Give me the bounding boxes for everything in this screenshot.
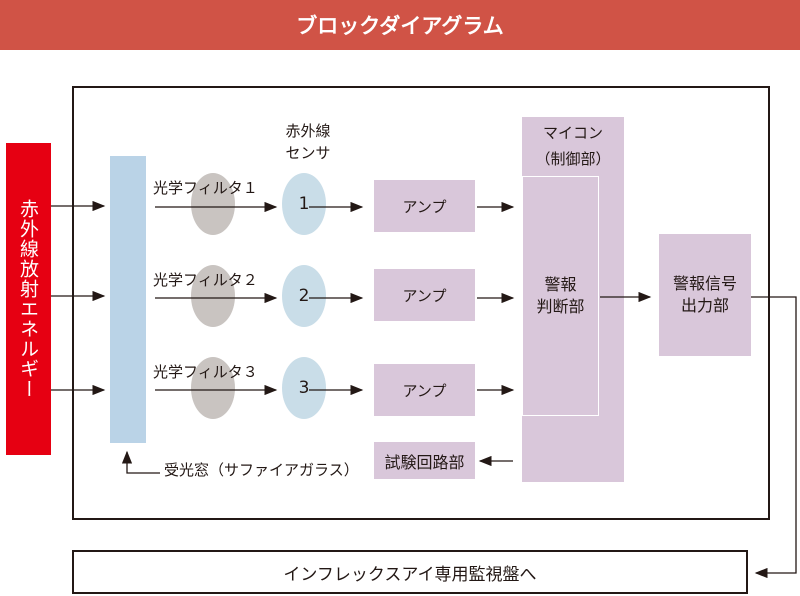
arrow-output-destination (751, 296, 797, 579)
sensor-1: 1 (282, 173, 326, 235)
alarm-judgment-block: 警報判断部 (522, 176, 599, 416)
arrow-window-label (121, 450, 160, 474)
mcu-label-line1: マイコン (542, 124, 603, 142)
sensor-title: 赤外線 センサ (268, 120, 348, 164)
amp-2: アンプ (374, 269, 475, 321)
infrared-source-block: 赤外線放射エネルギー (6, 143, 51, 455)
sensor-title-line2: センサ (285, 144, 331, 162)
optical-filter-2 (191, 265, 235, 327)
receiving-window (110, 156, 146, 443)
destination-panel: インフレックスアイ専用監視盤へ (72, 550, 748, 594)
filter-label-1: 光学フィルタ１ (153, 179, 258, 197)
output-line1: 警報信号 (672, 274, 737, 293)
mcu-label-line2: （制御部） (535, 150, 611, 168)
sensor-title-line1: 赤外線 (285, 122, 331, 140)
optical-filter-1 (191, 173, 235, 235)
diagram-title: ブロックダイアグラム (0, 0, 800, 50)
filter-label-2: 光学フィルタ２ (153, 271, 258, 289)
sensor-3: 3 (282, 357, 326, 419)
alarm-output-block: 警報信号出力部 (659, 234, 751, 356)
mcu-label: マイコン （制御部） (522, 120, 624, 172)
filter-label-3: 光学フィルタ３ (153, 363, 258, 381)
amp-1: アンプ (374, 180, 475, 232)
judge-line1: 警報 (544, 275, 577, 294)
amp-3: アンプ (374, 364, 475, 416)
output-line2: 出力部 (680, 296, 729, 315)
optical-filter-3 (191, 357, 235, 419)
sensor-2: 2 (282, 265, 326, 327)
detector-frame (72, 86, 770, 520)
test-circuit: 試験回路部 (374, 442, 475, 479)
judge-line2: 判断部 (536, 297, 585, 316)
receiving-window-label: 受光窓（サファイアガラス） (164, 461, 359, 479)
